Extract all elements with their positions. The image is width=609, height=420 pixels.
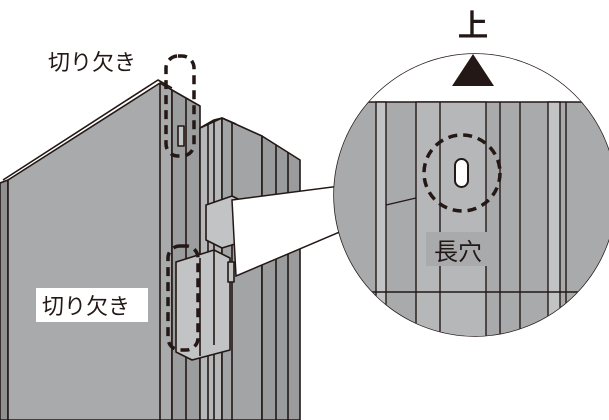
- slot-hole: [454, 158, 469, 188]
- left-panel-side-face: [7, 82, 173, 420]
- slot-label: 長穴: [434, 238, 482, 266]
- slot-marker-circle: [422, 133, 502, 213]
- notch-marker-bottom: [166, 244, 200, 352]
- notch-label-top: 切り欠き: [48, 51, 136, 76]
- up-triangle-icon: [452, 54, 494, 86]
- magnifier-circle: [333, 2, 609, 337]
- left-panel-front-face: [0, 179, 9, 420]
- lower-bracket: [175, 249, 231, 361]
- direction-up-label: 上: [458, 9, 488, 44]
- notch-label-bottom: 切り欠き: [42, 295, 130, 320]
- notch-marker-top: [164, 54, 196, 158]
- right-side-panel: [261, 135, 301, 420]
